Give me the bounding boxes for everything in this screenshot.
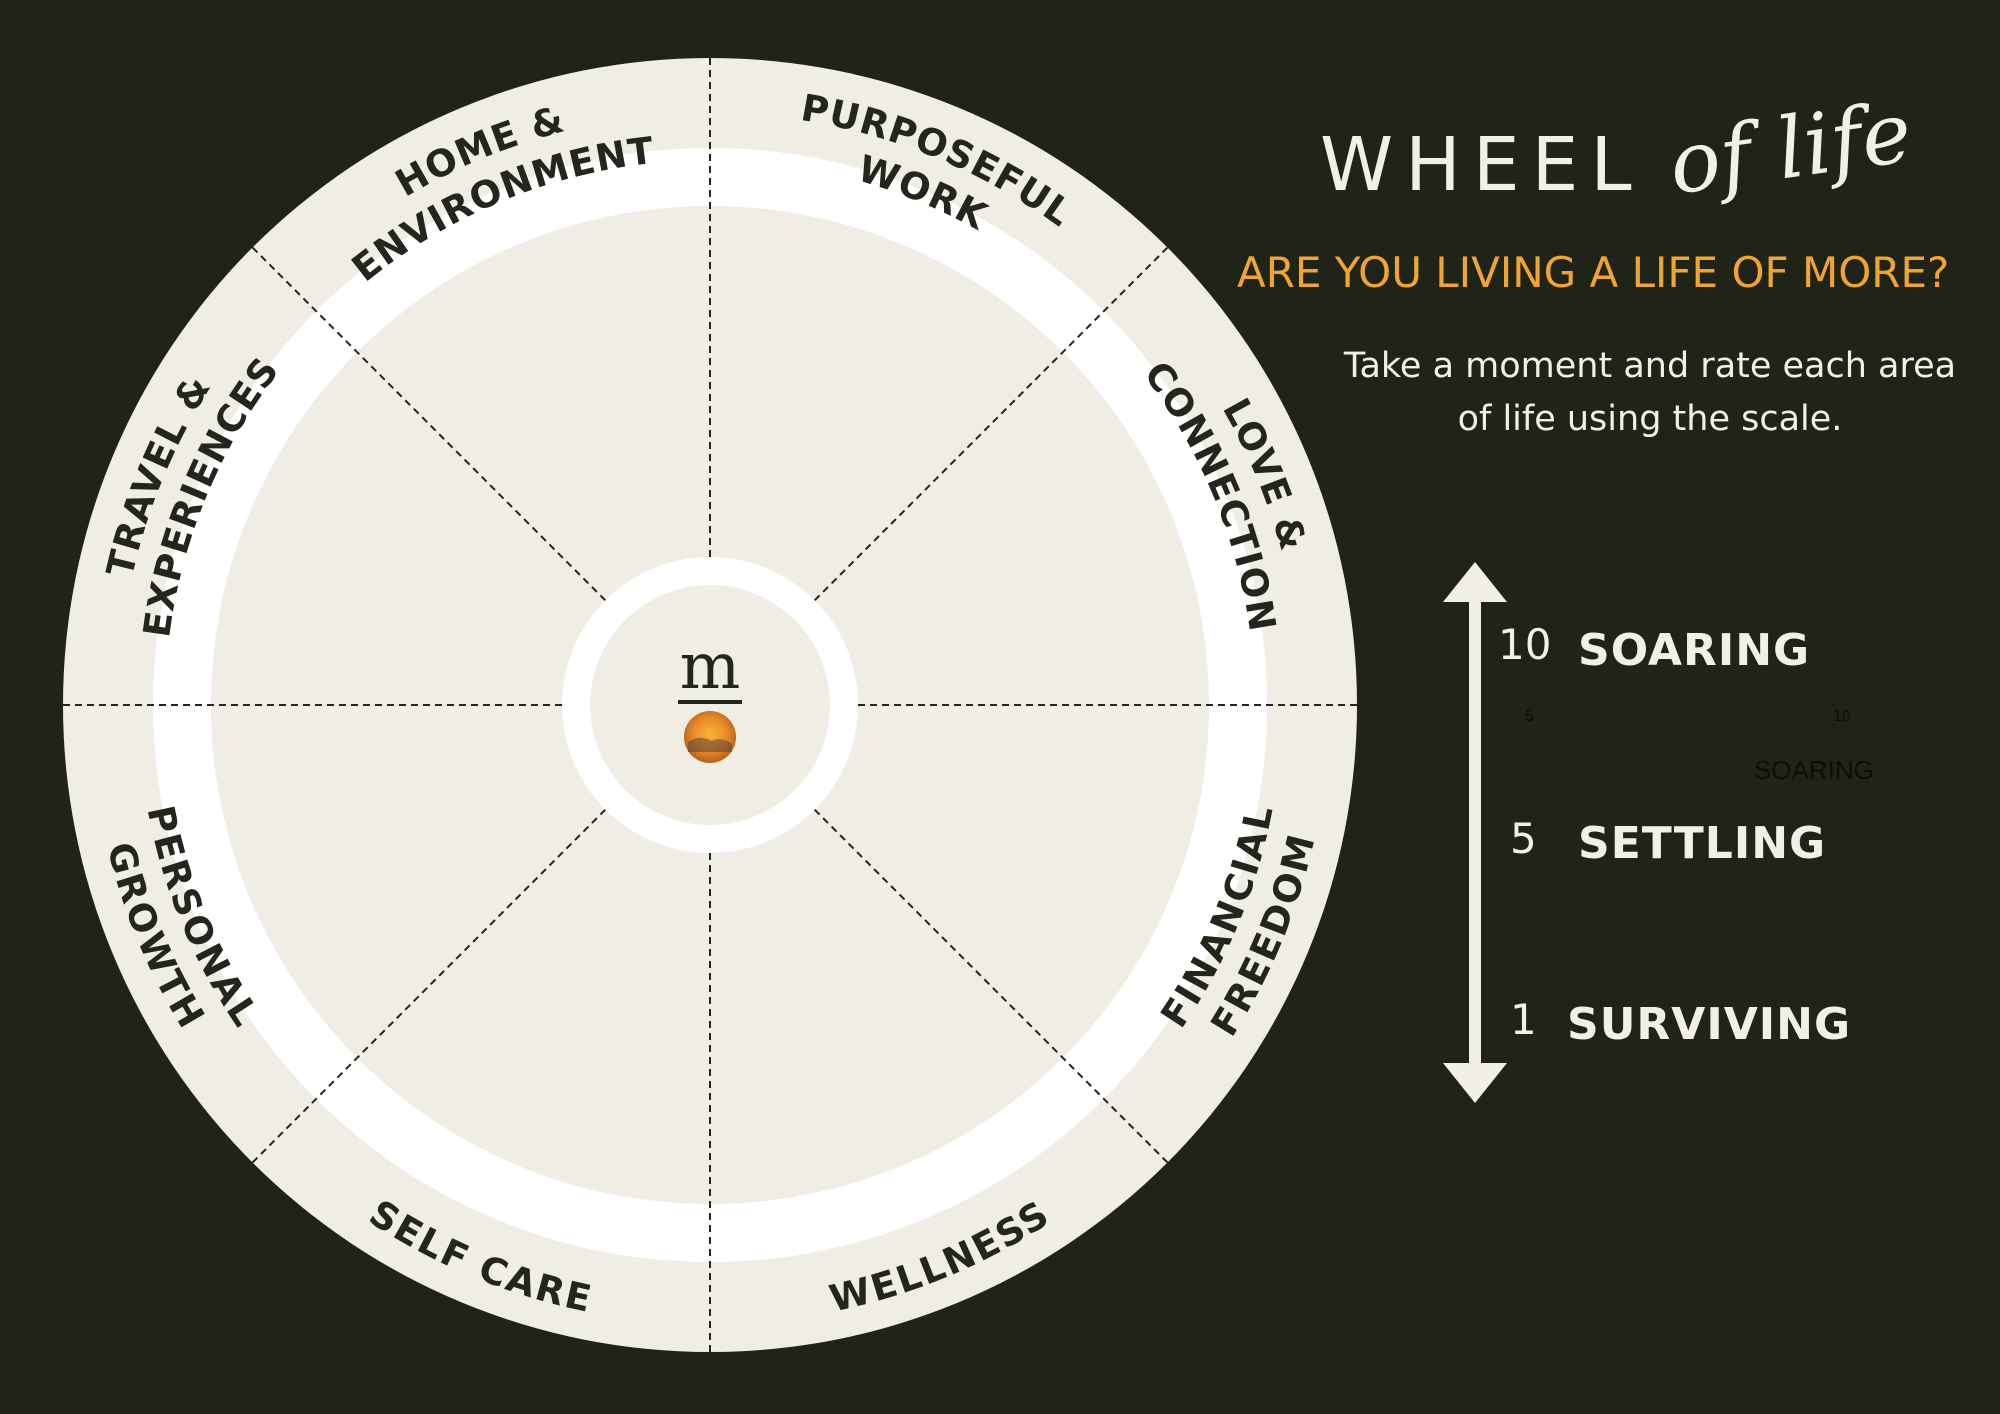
scale-number-1: 1 [1510, 995, 1537, 1044]
title-script: of life [1663, 82, 1918, 214]
subtitle: ARE YOU LIVING A LIFE OF MORE? [1237, 248, 1950, 297]
ghost-text-label: SOARING [1754, 755, 1874, 785]
scale-number-5: 5 [1510, 814, 1537, 863]
scale-label-settling: SETTLING [1578, 818, 1827, 869]
brand-logo-m: m [680, 630, 741, 704]
arrow-down-head [1443, 1063, 1507, 1103]
arrow-shaft [1469, 600, 1481, 1063]
scale-label-surviving: SURVIVING [1567, 999, 1852, 1050]
scale-double-arrow [1443, 562, 1507, 1103]
brand-logo-underline [678, 700, 742, 704]
instructions: Take a moment and rate each area of life… [1343, 346, 1957, 439]
scale-number-10: 10 [1498, 620, 1552, 669]
wheel-white-ring [153, 148, 1267, 1262]
ghost-text-low: 5 [1525, 708, 1534, 725]
title: WHEEL of life [1300, 83, 2000, 230]
scale-label-soaring: SOARING [1578, 625, 1811, 676]
title-main: WHEEL [1320, 122, 1644, 208]
wheel-center-hub [590, 585, 830, 825]
sunset-icon [684, 711, 736, 763]
sunset-cloud [688, 737, 732, 752]
ghost-text-high: 10 [1833, 708, 1851, 725]
arrow-up-head [1443, 562, 1507, 602]
